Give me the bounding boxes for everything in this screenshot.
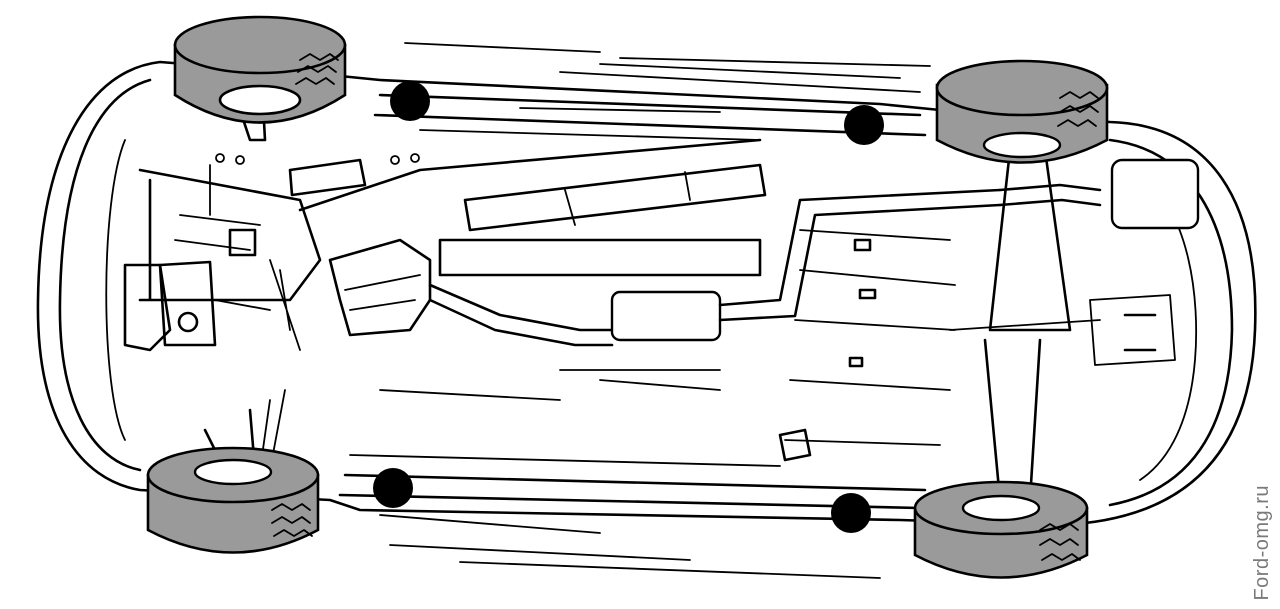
front-right-wheel [146, 446, 320, 554]
watermark-text: Ford-omg.ru [1251, 485, 1273, 601]
jack-point-front-left [390, 81, 430, 121]
side-sills [338, 93, 927, 510]
exhaust-system [428, 158, 1200, 347]
rear-left-wheel [935, 59, 1109, 164]
jack-point-rear-right [831, 493, 871, 533]
rear-right-wheel [913, 480, 1089, 579]
engine-sump [123, 228, 301, 352]
front-crossmember [138, 138, 762, 302]
jack-point-front-right [373, 468, 413, 508]
jack-point-rear-left [844, 105, 884, 145]
jacking-points [373, 81, 884, 533]
front-left-wheel [173, 15, 347, 124]
gearbox-housing [328, 238, 432, 337]
floor-pan-panels [379, 229, 956, 462]
transmission-tunnel [438, 163, 767, 277]
motion-lines [379, 42, 931, 579]
front-suspension [203, 78, 286, 472]
rear-axle [949, 148, 1176, 502]
